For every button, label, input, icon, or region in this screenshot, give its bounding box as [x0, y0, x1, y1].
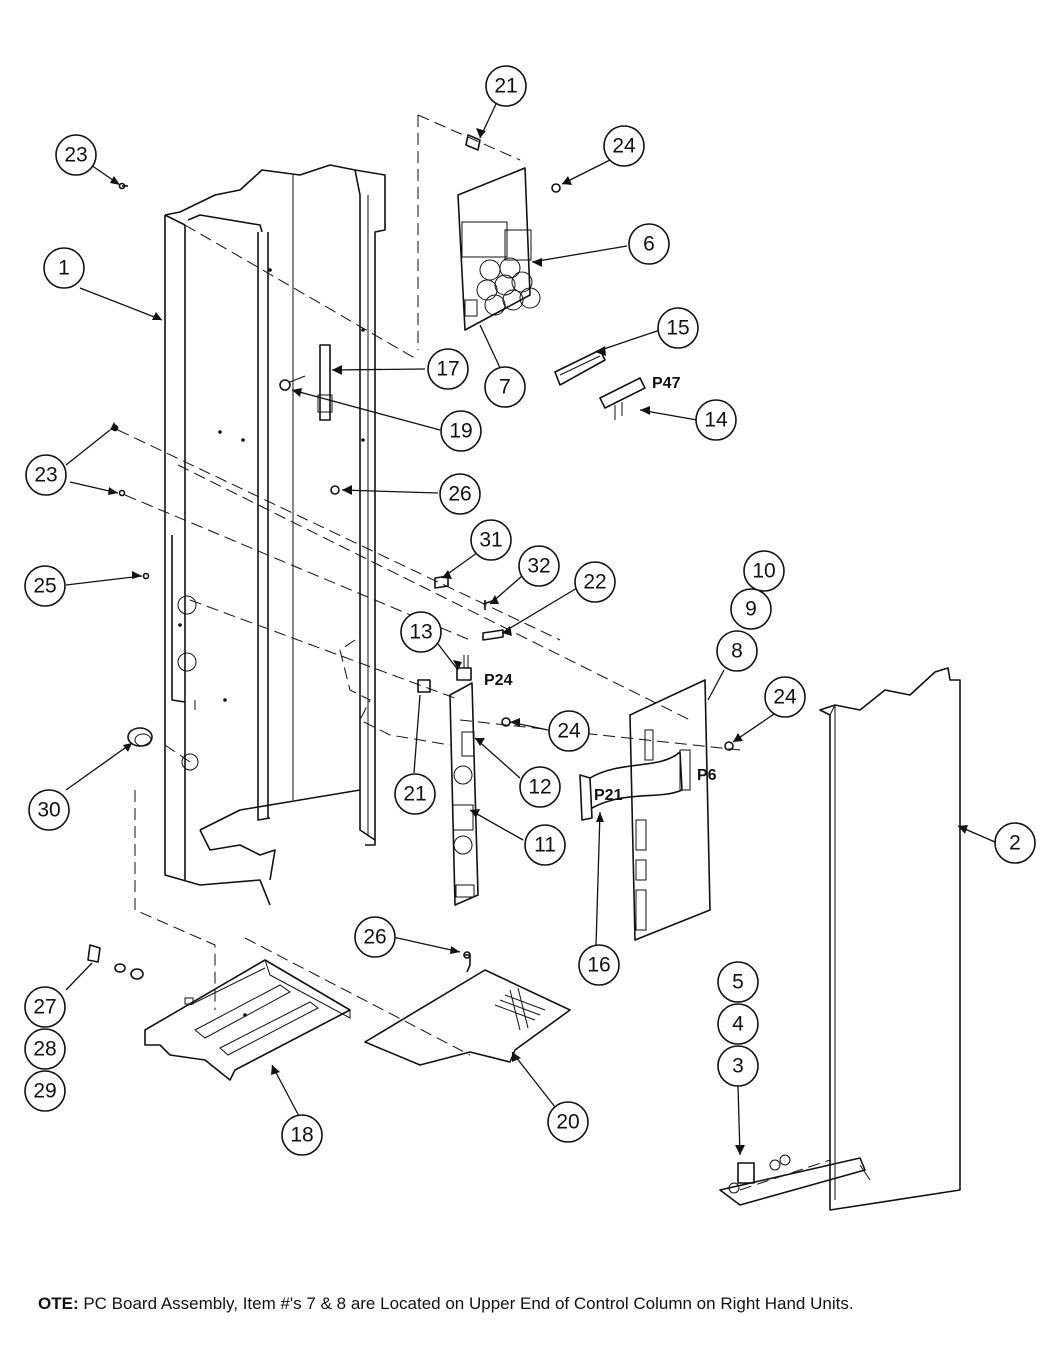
svg-text:7: 7 [499, 376, 511, 399]
svg-text:10: 10 [752, 560, 775, 583]
svg-text:27: 27 [33, 996, 56, 1019]
svg-text:26: 26 [363, 926, 386, 949]
svg-text:15: 15 [666, 317, 689, 340]
callout-28: 28 [24, 1028, 66, 1070]
ribbon-cable-16 [579, 751, 683, 821]
footnote-text: PC Board Assembly, Item #'s 7 & 8 are Lo… [78, 1294, 854, 1313]
callout-1: 1 [43, 247, 85, 289]
callout-8: 8 [716, 630, 758, 672]
fasteners [87, 134, 734, 980]
svg-text:12: 12 [528, 776, 551, 799]
bottom-tray-18 [144, 959, 351, 1081]
small-control-board [449, 682, 479, 906]
callout-21-top: 21 [485, 65, 527, 107]
svg-text:8: 8 [731, 640, 743, 663]
svg-text:24: 24 [773, 686, 797, 709]
knob-30 [127, 727, 153, 747]
svg-text:19: 19 [449, 420, 472, 443]
svg-text:21: 21 [494, 75, 517, 98]
svg-text:2: 2 [1009, 832, 1021, 855]
svg-text:22: 22 [583, 571, 606, 594]
svg-text:29: 29 [33, 1080, 56, 1103]
callout-10: 10 [743, 550, 785, 592]
callout-20: 20 [547, 1101, 589, 1143]
upper-pc-board [457, 167, 541, 331]
svg-text:32: 32 [527, 555, 550, 578]
side-panel [819, 667, 961, 1211]
cover-plate-20 [364, 969, 571, 1066]
callout-24-top: 24 [603, 125, 645, 167]
arrowheads [108, 128, 968, 1155]
callout-24-right: 24 [764, 676, 806, 718]
callout-30: 30 [28, 789, 70, 831]
callout-25: 25 [24, 565, 66, 607]
svg-text:4: 4 [732, 1013, 744, 1036]
footnote-prefix: OTE: [38, 1294, 79, 1313]
callout-23-top: 23 [55, 134, 97, 176]
svg-text:25: 25 [33, 575, 56, 598]
callout-7: 7 [484, 366, 526, 408]
svg-text:9: 9 [745, 598, 757, 621]
svg-text:30: 30 [37, 799, 60, 822]
svg-text:24: 24 [557, 720, 581, 743]
label-p6: P6 [697, 767, 717, 784]
callout-14: 14 [695, 399, 737, 441]
svg-text:28: 28 [33, 1038, 56, 1061]
label-p21: P21 [594, 787, 623, 804]
callout-32: 32 [518, 545, 560, 587]
footnote: OTE: PC Board Assembly, Item #'s 7 & 8 a… [38, 1294, 854, 1314]
control-column-panel [164, 164, 386, 906]
bracket-17 [317, 344, 333, 421]
callout-18: 18 [281, 1114, 323, 1156]
lower-pc-board [629, 679, 711, 941]
svg-text:26: 26 [448, 483, 471, 506]
callout-13: 13 [400, 611, 442, 653]
label-p47: P47 [652, 375, 681, 392]
callout-5: 5 [717, 961, 759, 1003]
label-p24: P24 [484, 672, 513, 689]
callout-19: 19 [440, 410, 482, 452]
svg-text:20: 20 [556, 1111, 579, 1134]
callout-31: 31 [470, 519, 512, 561]
callout-15: 15 [657, 307, 699, 349]
callout-23-mid: 23 [25, 454, 67, 496]
callout-17: 17 [427, 348, 469, 390]
svg-text:14: 14 [704, 409, 728, 432]
callout-16: 16 [578, 944, 620, 986]
svg-text:21: 21 [403, 783, 426, 806]
callout-3: 3 [717, 1045, 759, 1087]
callout-2: 2 [994, 822, 1036, 864]
callout-26-bottom: 26 [354, 916, 396, 958]
callout-24-mid: 24 [548, 710, 590, 752]
svg-text:23: 23 [34, 464, 57, 487]
svg-text:5: 5 [732, 971, 744, 994]
svg-text:6: 6 [643, 233, 655, 256]
callout-27: 27 [24, 986, 66, 1028]
callout-11: 11 [524, 824, 566, 866]
svg-text:13: 13 [409, 621, 432, 644]
svg-text:11: 11 [534, 834, 556, 857]
callout-21-mid: 21 [394, 773, 436, 815]
callout-6: 6 [628, 223, 670, 265]
svg-text:3: 3 [732, 1055, 744, 1078]
plug-14 [599, 377, 646, 420]
callout-4: 4 [717, 1003, 759, 1045]
connector-15 [554, 349, 606, 386]
callout-12: 12 [519, 766, 561, 808]
svg-text:24: 24 [612, 135, 636, 158]
callout-26-mid: 26 [439, 473, 481, 515]
callout-22: 22 [574, 561, 616, 603]
svg-text:17: 17 [436, 358, 459, 381]
callout-29: 29 [24, 1070, 66, 1112]
callout-9: 9 [730, 588, 772, 630]
svg-text:16: 16 [587, 954, 610, 977]
bottom-bracket-3 [719, 1154, 866, 1206]
plug-13 [456, 655, 472, 681]
svg-text:31: 31 [479, 529, 502, 552]
svg-text:1: 1 [58, 257, 70, 280]
svg-text:23: 23 [64, 144, 87, 167]
svg-text:18: 18 [290, 1124, 313, 1147]
